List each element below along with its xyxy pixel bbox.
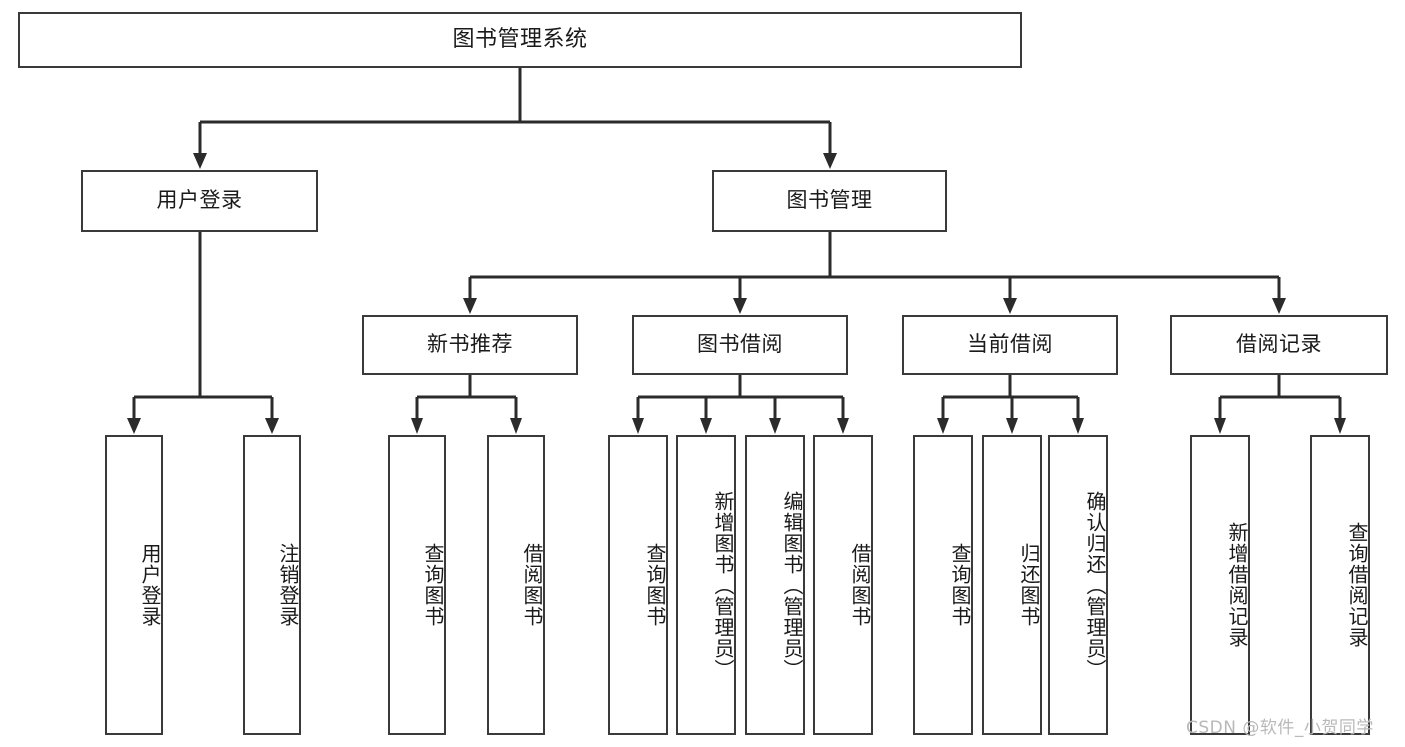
node-label: 用户登录 — [138, 543, 162, 627]
node-label: 用户登录 — [156, 188, 243, 213]
node-label: 图书借阅 — [697, 332, 783, 357]
node-l-borrow2[interactable]: 借阅图书 — [813, 435, 873, 735]
edge-group-current — [937, 375, 1084, 434]
node-label: 图书管理 — [786, 188, 873, 213]
node-label: 确认归还（管理员） — [1083, 490, 1107, 680]
node-label: 查询借阅记录 — [1345, 522, 1369, 648]
node-borrow[interactable]: 图书借阅 — [632, 315, 848, 375]
node-l-borrow1[interactable]: 借阅图书 — [487, 435, 545, 735]
node-root[interactable]: 图书管理系统 — [18, 12, 1022, 68]
node-label: 查询图书 — [643, 543, 667, 627]
node-l-confirm[interactable]: 确认归还（管理员） — [1048, 435, 1108, 735]
node-l-login[interactable]: 用户登录 — [105, 435, 163, 735]
node-records[interactable]: 借阅记录 — [1170, 315, 1388, 375]
node-l-add[interactable]: 新增图书（管理员） — [676, 435, 736, 735]
edge-group-borrow — [632, 375, 849, 434]
edge-group-login — [127, 232, 279, 434]
node-label: 借阅记录 — [1236, 332, 1322, 357]
node-current[interactable]: 当前借阅 — [902, 315, 1118, 375]
node-label: 图书管理系统 — [452, 26, 588, 52]
node-bookmgmt[interactable]: 图书管理 — [712, 170, 947, 232]
node-l-query3[interactable]: 查询图书 — [913, 435, 973, 735]
node-label: 借阅图书 — [848, 543, 872, 627]
node-label: 查询图书 — [421, 543, 445, 627]
watermark: CSDN @软件_小贺同学 — [1186, 718, 1374, 738]
node-l-return[interactable]: 归还图书 — [982, 435, 1042, 735]
node-label: 查询图书 — [948, 543, 972, 627]
node-label: 新书推荐 — [427, 332, 513, 357]
edge-group-records — [1214, 375, 1346, 434]
node-l-query2[interactable]: 查询图书 — [608, 435, 668, 735]
node-label: 借阅图书 — [520, 543, 544, 627]
node-label: 新增借阅记录 — [1225, 522, 1249, 648]
edge-group-bookmgmt — [463, 232, 1286, 314]
node-label: 编辑图书（管理员） — [780, 490, 804, 680]
node-l-logout[interactable]: 注销登录 — [243, 435, 301, 735]
node-newbook[interactable]: 新书推荐 — [362, 315, 578, 375]
node-l-addrec[interactable]: 新增借阅记录 — [1190, 435, 1250, 735]
node-label: 新增图书（管理员） — [711, 490, 735, 680]
node-label: 注销登录 — [276, 543, 300, 627]
node-l-edit[interactable]: 编辑图书（管理员） — [745, 435, 805, 735]
node-login[interactable]: 用户登录 — [81, 170, 318, 232]
edge-group-root — [193, 68, 837, 169]
edge-group-newbook — [411, 375, 522, 434]
node-l-query1[interactable]: 查询图书 — [388, 435, 446, 735]
node-label: 归还图书 — [1017, 543, 1041, 627]
node-label: 当前借阅 — [967, 332, 1053, 357]
node-l-queryrec[interactable]: 查询借阅记录 — [1310, 435, 1370, 735]
